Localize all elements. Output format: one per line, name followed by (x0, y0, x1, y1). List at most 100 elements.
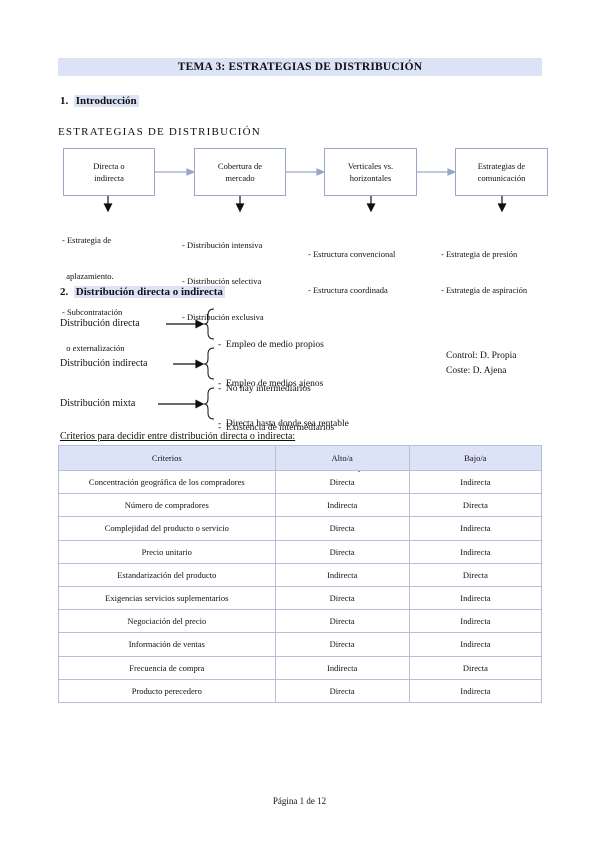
table-body: Concentración geográfica de los comprado… (58, 469, 543, 703)
label-distribucion-mixta: Distribución mixta (60, 398, 136, 409)
box-verticales-horizontales: Verticales vs. horizontales (324, 148, 417, 196)
side-notes: Control: D. Propia Coste: D. Ajena (446, 349, 516, 379)
down-arrowhead-4 (497, 203, 507, 213)
box-1-line2: indirecta (94, 173, 124, 183)
document-title: TEMA 3: ESTRATEGIAS DE DISTRIBUCIÓN (58, 58, 542, 76)
list-item: - Existencia de intermediarios (218, 422, 335, 433)
section-1-number: 1. (60, 95, 69, 107)
cell-criterio: Exigencias servicios suplementarios (58, 585, 276, 611)
section-1-title: Introducción (73, 95, 139, 107)
section-2-title: Distribución directa o indirecta (73, 286, 225, 298)
list-item: - Estrategia de (62, 235, 112, 245)
cell-bajo: Indirecta (408, 516, 543, 541)
connector-arrowhead-3 (447, 168, 457, 176)
header-alto: Alto/a (274, 445, 410, 471)
list-item: - Estructura convencional (308, 249, 396, 259)
cell-alto: Indirecta (274, 655, 410, 680)
list-directa-indirecta: - Estrategia de aplazamiento. - Subcontr… (62, 210, 125, 366)
down-arrowhead-1 (103, 203, 113, 213)
table-row: Concentración geográfica de los comprado… (58, 469, 543, 495)
arrowhead-indirecta (195, 359, 205, 369)
list-item: - Distribución intensiva (182, 240, 263, 250)
cell-criterio: Concentración geográfica de los comprado… (58, 469, 276, 495)
connector-arrowhead-1 (186, 168, 196, 176)
list-item: - Estrategia de aspiración (441, 285, 528, 295)
criteria-table: Criterios Alto/a Bajo/a Concentración ge… (58, 445, 543, 703)
cell-bajo: Indirecta (408, 609, 543, 634)
down-arrowhead-3 (366, 203, 376, 213)
criteria-heading: Criterios para decidir entre distribució… (60, 431, 296, 442)
box-2-line1: Cobertura de (217, 161, 263, 171)
box-3-line1: Verticales vs. (347, 161, 394, 171)
box-2-line2: mercado (225, 173, 255, 183)
box-cobertura-mercado: Cobertura de mercado (194, 148, 286, 196)
items-distribucion-indirecta: - Empleo de medios ajenos - Existencia d… (218, 348, 334, 450)
cell-alto: Directa (274, 516, 410, 541)
section-1-heading: 1. Introducción (60, 95, 139, 107)
cell-bajo: Indirecta (408, 539, 543, 564)
cell-alto: Directa (274, 632, 410, 657)
box-3-line2: horizontales (349, 173, 392, 183)
section-2-number: 2. (60, 286, 69, 298)
list-verticales: - Estructura convencional - Estructura c… (308, 224, 395, 308)
cell-alto: Directa (274, 585, 410, 611)
cell-alto: Directa (274, 609, 410, 634)
diagram-title: ESTRATEGIAS DE DISTRIBUCIÓN (58, 126, 261, 138)
list-cobertura: - Distribución intensiva - Distribución … (182, 215, 264, 335)
cell-criterio: Frecuencia de compra (58, 655, 276, 680)
header-bajo: Bajo/a (408, 445, 543, 471)
cell-bajo: Indirecta (408, 632, 543, 657)
cell-criterio: Producto perecedero (58, 678, 276, 703)
list-item: - Estrategia de presión (441, 249, 518, 259)
cell-bajo: Directa (408, 562, 543, 587)
box-4-line1: Estrategias de (477, 161, 526, 171)
list-item: - Distribución exclusiva (182, 312, 264, 322)
section-2-heading: 2. Distribución directa o indirecta (60, 286, 225, 298)
cell-criterio: Información de ventas (58, 632, 276, 657)
list-comunicacion: - Estrategia de presión - Estrategia de … (441, 224, 527, 308)
box-1-line1: Directa o (93, 161, 125, 171)
label-distribucion-directa: Distribución directa (60, 318, 140, 329)
cell-criterio: Número de compradores (58, 493, 276, 518)
items-distribucion-directa: - Empleo de medio propios - No hay inter… (218, 309, 324, 411)
brace-indirecta (203, 347, 215, 380)
list-item: o externalización (62, 343, 125, 353)
cell-alto: Directa (274, 539, 410, 564)
list-item: - Subcontratación (62, 307, 123, 317)
brace-directa (203, 308, 215, 340)
header-criterios: Criterios (58, 445, 276, 471)
cell-criterio: Precio unitario (58, 539, 276, 564)
arrowhead-mixta (195, 399, 205, 409)
list-item: aplazamiento. (62, 271, 114, 281)
page-footer: Página 1 de 12 (272, 796, 327, 806)
list-item: - Distribución selectiva (182, 276, 262, 286)
table-header-row: Criterios Alto/a Bajo/a (58, 445, 543, 471)
cell-alto: Indirecta (274, 562, 410, 587)
label-distribucion-indirecta: Distribución indirecta (60, 358, 148, 369)
list-item: - Estructura coordinada (308, 285, 388, 295)
cell-bajo: Indirecta (408, 678, 543, 703)
note-coste: Coste: D. Ajena (446, 366, 507, 376)
cell-alto: Directa (274, 469, 410, 495)
list-item: - Directa hasta donde sea rentable (218, 419, 349, 429)
list-item: - Empleo de medio propios (218, 340, 324, 350)
cell-bajo: Directa (408, 493, 543, 518)
connector-arrowhead-2 (316, 168, 326, 176)
list-item: - Empleo de medios ajenos (218, 379, 324, 389)
box-directa-indirecta: Directa o indirecta (63, 148, 155, 196)
note-control: Control: D. Propia (446, 351, 517, 361)
cell-bajo: Indirecta (408, 469, 543, 495)
arrowhead-directa (195, 319, 205, 329)
list-item: - No hay intermediarios (218, 383, 311, 394)
cell-criterio: Complejidad del producto o servicio (58, 516, 276, 541)
brace-mixta (203, 387, 215, 420)
